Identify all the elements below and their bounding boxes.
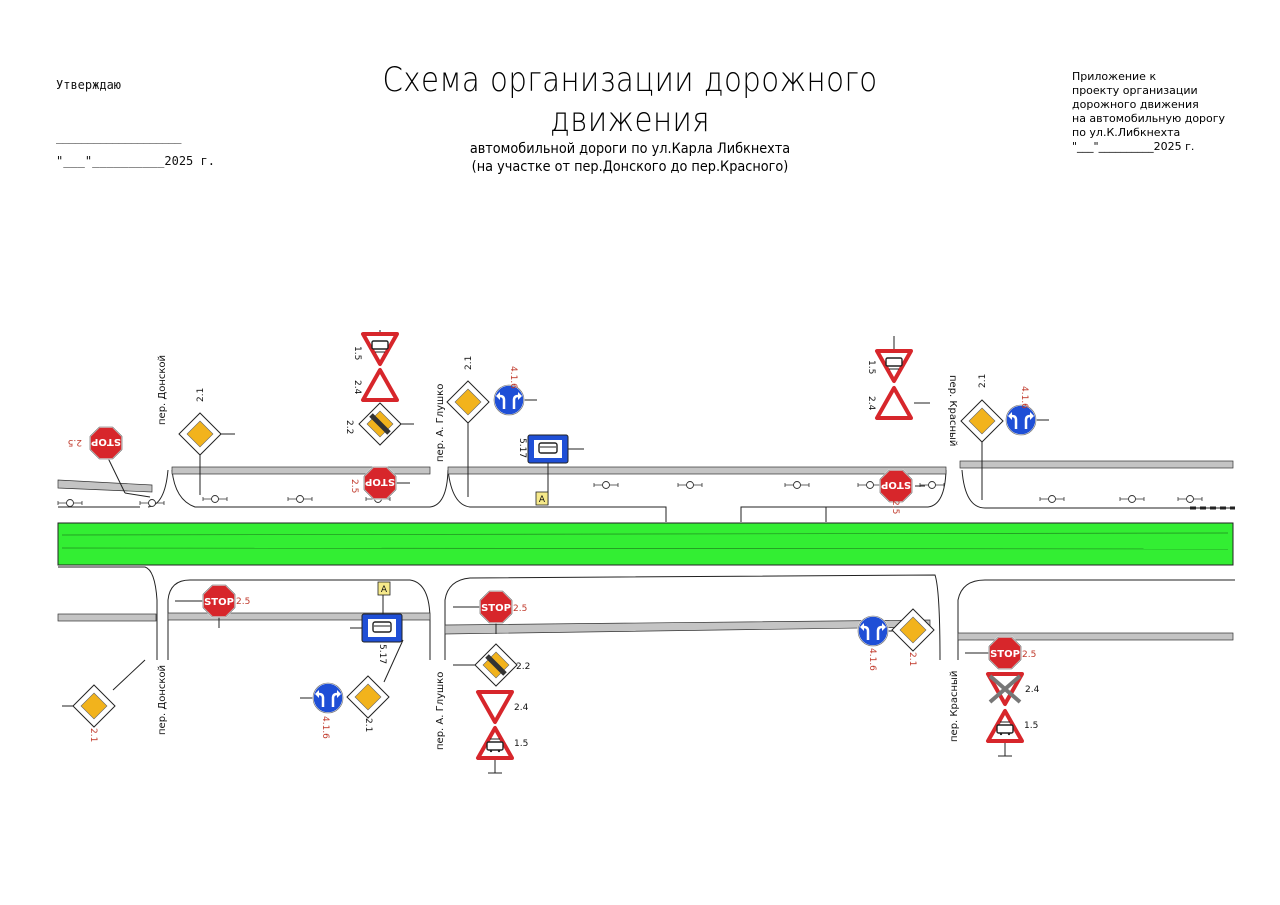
sign-number: 1.5 — [514, 739, 528, 749]
sign-number: 2.4 — [352, 380, 362, 395]
sign-number: 4.1.6 — [320, 716, 330, 739]
sign-number: 4.1.6 — [508, 366, 518, 389]
sign-number: 2.4 — [866, 396, 876, 411]
stop-sign: STOP 2.5 — [68, 426, 151, 498]
approve-date: "___"__________2025 г. — [56, 154, 215, 168]
sign-number: 2.2 — [344, 420, 354, 434]
sign-number: 2.5 — [1022, 650, 1036, 660]
bus-stop-a: A — [539, 495, 546, 505]
sign-number: 2.2 — [516, 662, 530, 672]
stop-text: STOP — [365, 476, 395, 487]
bottom-road-edge — [58, 566, 1235, 661]
sign-number: 2.5 — [68, 437, 82, 447]
direction-sign: 4.1.6 — [300, 681, 345, 739]
sign-column-krasny-bottom: STOP 2.5 2.4 1.5 — [965, 636, 1040, 757]
sign-number: 2.5 — [890, 500, 900, 514]
stop-text: STOP — [881, 479, 911, 490]
direction-sign: 4.1.6 — [1004, 386, 1049, 437]
title-block: Схема организации дорожного движения авт… — [280, 60, 980, 176]
top-gray-strips — [57, 460, 1235, 510]
sign-number: 2.1 — [196, 388, 206, 402]
sign-number: 2.1 — [907, 652, 917, 666]
bus-stop-sign: A 5.17 — [350, 581, 403, 664]
annex-line: "___"__________2025 г. — [1072, 140, 1195, 153]
annex-block: Приложение к проекту организации дорожно… — [1072, 70, 1225, 154]
sign-number: 1.5 — [352, 346, 362, 360]
stop-text: STOP — [91, 436, 121, 447]
annex-line: проекту организации — [1072, 84, 1198, 97]
sign-column-glushko-top: 1.5 2.4 2.2 STOP 2.5 — [344, 330, 414, 500]
sign-number: 2.4 — [1025, 685, 1040, 695]
main-road-sign: 2.1 — [891, 608, 935, 666]
sign-number: 2.1 — [464, 356, 474, 370]
sign-column-glushko-bottom: STOP 2.5 2.2 2.4 1.5 — [453, 590, 530, 774]
approval-block: Утверждаю ____________________ "___"____… — [56, 76, 215, 170]
stop-text: STOP — [481, 603, 511, 614]
sign-number: 2.1 — [363, 718, 373, 732]
approve-label: Утверждаю — [56, 78, 122, 92]
main-road-sign: 2.1 — [346, 639, 404, 732]
sign-number: 5.17 — [517, 438, 527, 458]
annex-line: дорожного движения — [1072, 98, 1199, 111]
green-median — [57, 522, 1234, 566]
main-road-sign: 2.1 — [960, 374, 1004, 500]
stop-text: STOP — [204, 597, 234, 608]
stop-sign: STOP 2.5 — [175, 584, 250, 628]
sign-number: 4.1.6 — [867, 648, 877, 671]
sign-number: 2.5 — [513, 604, 527, 614]
street-label-krasny-bottom: пер. Красный — [949, 671, 960, 742]
street-label-krasny-top: пер. Красный — [947, 375, 958, 446]
sign-number: 2.4 — [514, 703, 529, 713]
page-title: Схема организации дорожного движения — [382, 60, 878, 140]
lane-markers-top — [57, 481, 1203, 507]
subtitle-section: (на участке от пер.Донского до пер.Красн… — [471, 159, 789, 175]
subtitle-road: автомобильной дороги по ул.Карла Либкнех… — [469, 141, 791, 157]
bus-stop-sign: 5.17 A — [517, 434, 584, 506]
bus-stop-a: A — [381, 585, 388, 595]
direction-sign: 4.1.6 — [492, 366, 537, 417]
street-label-donskoy-bottom: пер. Донской — [157, 665, 168, 735]
annex-line: по ул.К.Либкнехта — [1072, 126, 1181, 139]
signature-line: ____________________ — [56, 130, 181, 144]
main-road-sign: 2.1 — [178, 388, 235, 495]
sign-number: 2.1 — [978, 374, 988, 388]
main-road-sign: 2.1 — [62, 659, 146, 742]
street-label-donskoy-top: пер. Донской — [157, 355, 168, 425]
sign-number: 1.5 — [866, 360, 876, 374]
sign-number: 4.1.6 — [1019, 386, 1029, 409]
sign-number: 2.5 — [236, 597, 250, 607]
median-lines — [61, 532, 1229, 550]
annex-line: Приложение к — [1072, 70, 1157, 83]
annex-line: на автомобильную дорогу — [1072, 112, 1226, 125]
sign-number: 1.5 — [1024, 721, 1038, 731]
sign-number: 2.1 — [88, 728, 98, 742]
sign-number: 5.17 — [377, 644, 387, 664]
stop-text: STOP — [990, 649, 1020, 660]
top-road-edge — [58, 469, 1235, 522]
street-label-glushko-bottom: пер. А. Глушко — [435, 672, 446, 750]
sign-number: 2.5 — [349, 479, 359, 493]
street-label-glushko-top: пер. А. Глушко — [435, 384, 446, 462]
bottom-gray-strips — [57, 612, 1234, 641]
sign-column-krasny-top: 1.5 2.4 STOP 2.5 — [866, 336, 930, 514]
main-road-sign: 2.1 — [446, 356, 490, 497]
